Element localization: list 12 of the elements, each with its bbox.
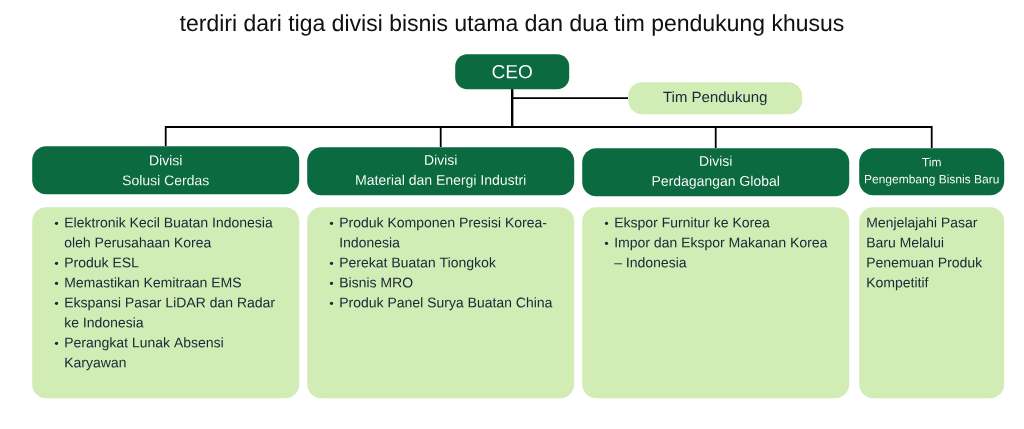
connector-line	[511, 88, 933, 149]
division-header: Divisi Solusi Cerdas	[32, 146, 300, 195]
content-card: Produk Komponen Presisi Korea-Indonesia Perekat Buatan Tiongkok Bisnis MRO Produk Panel Surya Buatan China	[307, 207, 575, 399]
content-card: Elektronik Kecil Buatan Indonesia oleh Perusahaan Korea Produk ESL Memastikan Kemitraan EMS Ekspansi Pasar LiDAR dan Radar ke Indonesia Perangkat Lunak Absensi Karyawan	[32, 207, 300, 399]
ceo-box: CEO	[455, 54, 570, 90]
division-header: Divisi Perdagangan Global	[582, 148, 850, 197]
division-header: Divisi Material dan Energi Industri	[307, 147, 575, 196]
content-card: Ekspor Furnitur ke Korea Impor dan Ekspor Makanan Korea – Indonesia	[582, 207, 850, 399]
content-card: Menjelajahi Pasar Baru Melalui Penemuan Produk Kompetitif	[859, 207, 1005, 399]
team-header: Tim Pengembang Bisnis Baru	[859, 148, 1005, 196]
team-box: Tim Pendukung	[628, 82, 803, 115]
title: terdiri dari tiga divisi bisnis utama dan dua tim pendukung khusus	[179, 14, 844, 36]
